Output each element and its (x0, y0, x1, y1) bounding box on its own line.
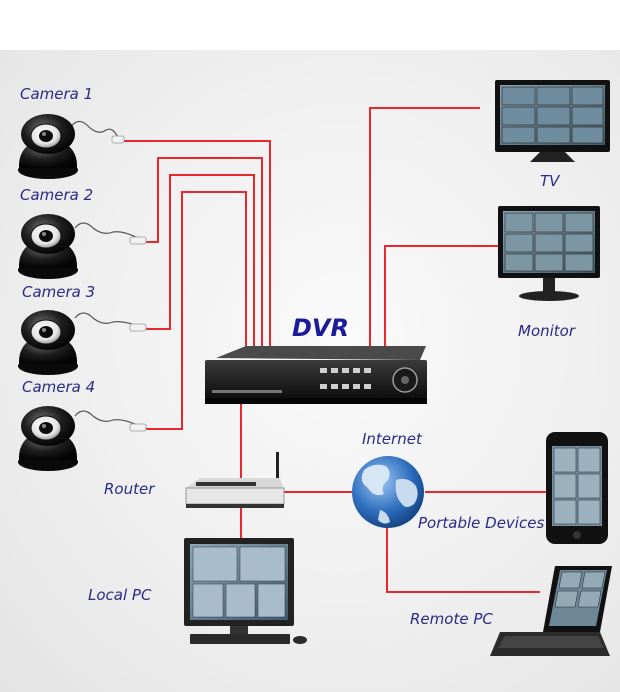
laptop-icon (490, 566, 612, 656)
tv-icon (495, 80, 610, 162)
wire-dvr-monitor (384, 245, 500, 350)
wire-dvr-tv (369, 107, 480, 350)
dvr-icon (205, 346, 427, 404)
wires (120, 107, 548, 593)
monitor-icon (498, 206, 600, 301)
camera-1-label: Camera 1 (20, 85, 94, 103)
remote-pc-label: Remote PC (410, 610, 493, 628)
dome-camera-icon (17, 113, 79, 180)
wire-camera-4 (145, 191, 247, 430)
tv-label: TV (540, 172, 560, 190)
cable-connectors (111, 135, 147, 432)
router-label: Router (104, 480, 155, 498)
camera-3-label: Camera 3 (22, 283, 96, 301)
globe-icon (352, 456, 424, 528)
camera-2-label: Camera 2 (20, 186, 94, 204)
dome-camera-icon (17, 213, 79, 280)
dome-camera-icon (17, 309, 79, 376)
dome-camera-icon (17, 405, 79, 472)
internet-label: Internet (362, 430, 422, 448)
smartphone-icon (546, 432, 608, 544)
wire-internet-remote (386, 528, 540, 593)
portable-devices-label: Portable Devices (418, 514, 545, 532)
dvr-label: DVR (292, 314, 349, 342)
local-pc-label: Local PC (88, 586, 152, 604)
camera-leads (69, 120, 146, 430)
wire-camera-3 (145, 174, 255, 350)
wire-camera-1 (120, 140, 271, 350)
camera-4-label: Camera 4 (22, 378, 96, 396)
wire-camera-2 (145, 157, 263, 350)
monitor-label: Monitor (518, 322, 576, 340)
router-icon (185, 452, 285, 508)
desktop-pc-icon (184, 538, 307, 644)
